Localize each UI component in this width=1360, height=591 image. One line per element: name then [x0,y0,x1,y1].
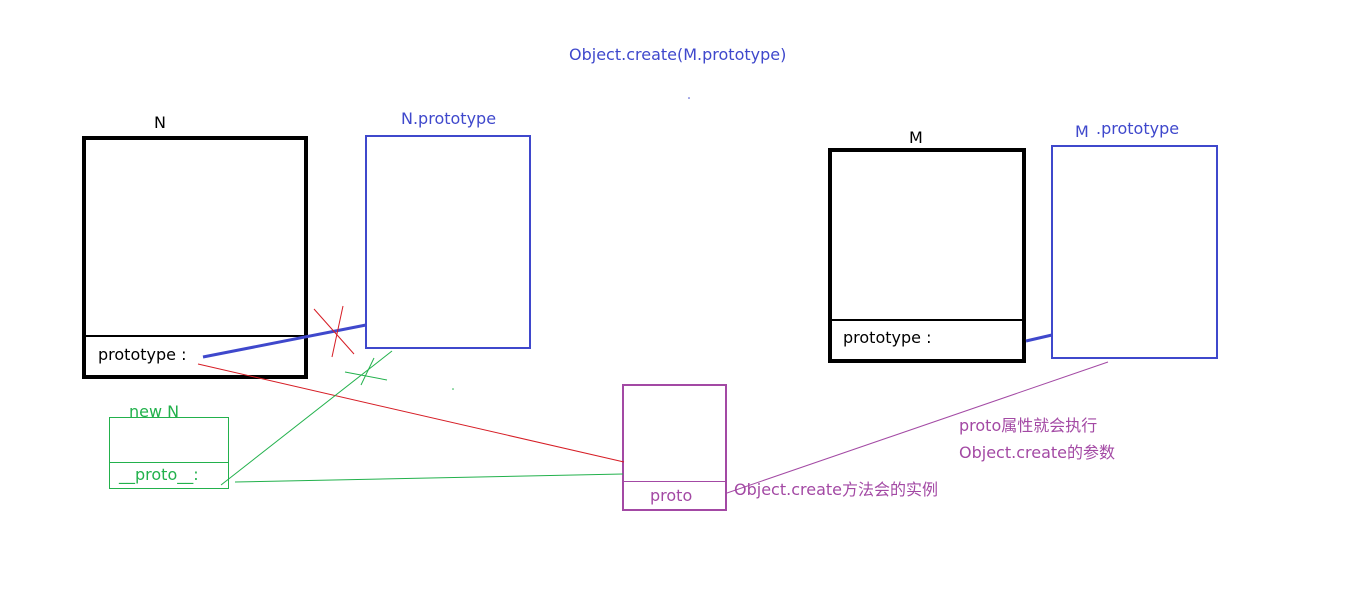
new-n-label: new N [129,402,180,421]
stray-dot-1 [688,97,690,99]
new-n-box [109,417,229,489]
new-n-proto-field: __proto__: [119,465,199,484]
m-prototype-link [1025,333,1053,343]
m-prototype-label-m: M [1075,122,1089,141]
m-divider [832,319,1022,321]
n-to-instance-link [197,363,625,463]
create-instance-proto-field: proto [650,486,693,505]
m-label: M [909,128,923,147]
n-constructor-box [82,136,308,379]
green-cross-stroke-2 [360,357,375,386]
instance-to-m-prototype-link [726,361,1109,494]
diagram-title: Object.create(M.prototype) [569,45,787,64]
red-cross-stroke-2 [331,305,344,358]
instance-annotation: Object.create方法会的实例 [734,480,938,499]
m-prototype-box [1051,145,1218,359]
red-cross-stroke-1 [313,308,355,355]
m-constructor-box [828,148,1026,363]
n-prototype-box [365,135,531,349]
stray-dot-2 [452,388,454,390]
n-divider [86,335,304,337]
param-annotation-line1: proto属性就会执行 [959,416,1098,435]
green-cross-stroke-1 [344,371,388,381]
n-prototype-label: N.prototype [401,109,497,128]
n-prototype-field: prototype : [98,345,187,364]
n-label: N [154,113,166,132]
m-prototype-label-rest: .prototype [1096,119,1180,138]
new-n-to-instance-link [234,473,624,483]
new-n-proto-link [220,350,393,486]
new-n-divider [110,462,228,463]
create-instance-divider [624,481,725,482]
m-prototype-field: prototype : [843,328,932,347]
n-prototype-link [202,323,367,359]
param-annotation-line2: Object.create的参数 [959,443,1115,462]
create-instance-box [622,384,727,511]
